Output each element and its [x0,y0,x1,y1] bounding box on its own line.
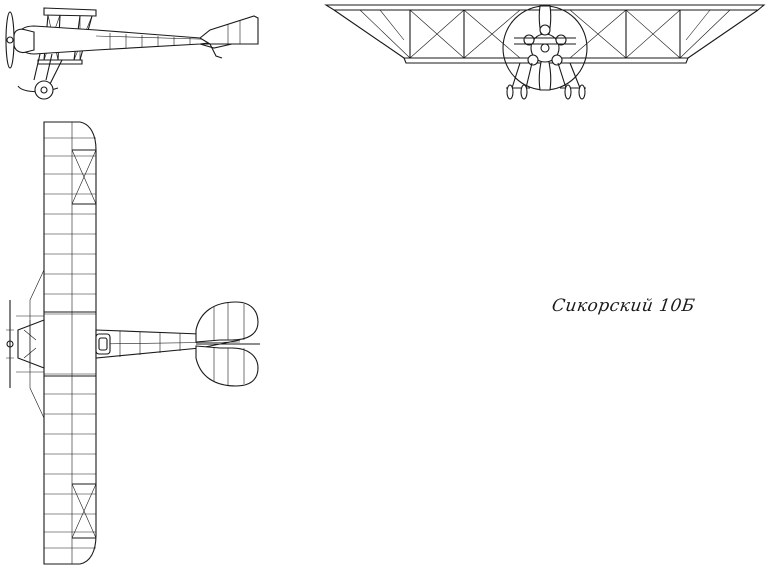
top-view [6,121,260,565]
front-view [324,4,766,100]
aircraft-caption: Сикорский 10Б [550,296,697,316]
side-view [5,7,259,100]
